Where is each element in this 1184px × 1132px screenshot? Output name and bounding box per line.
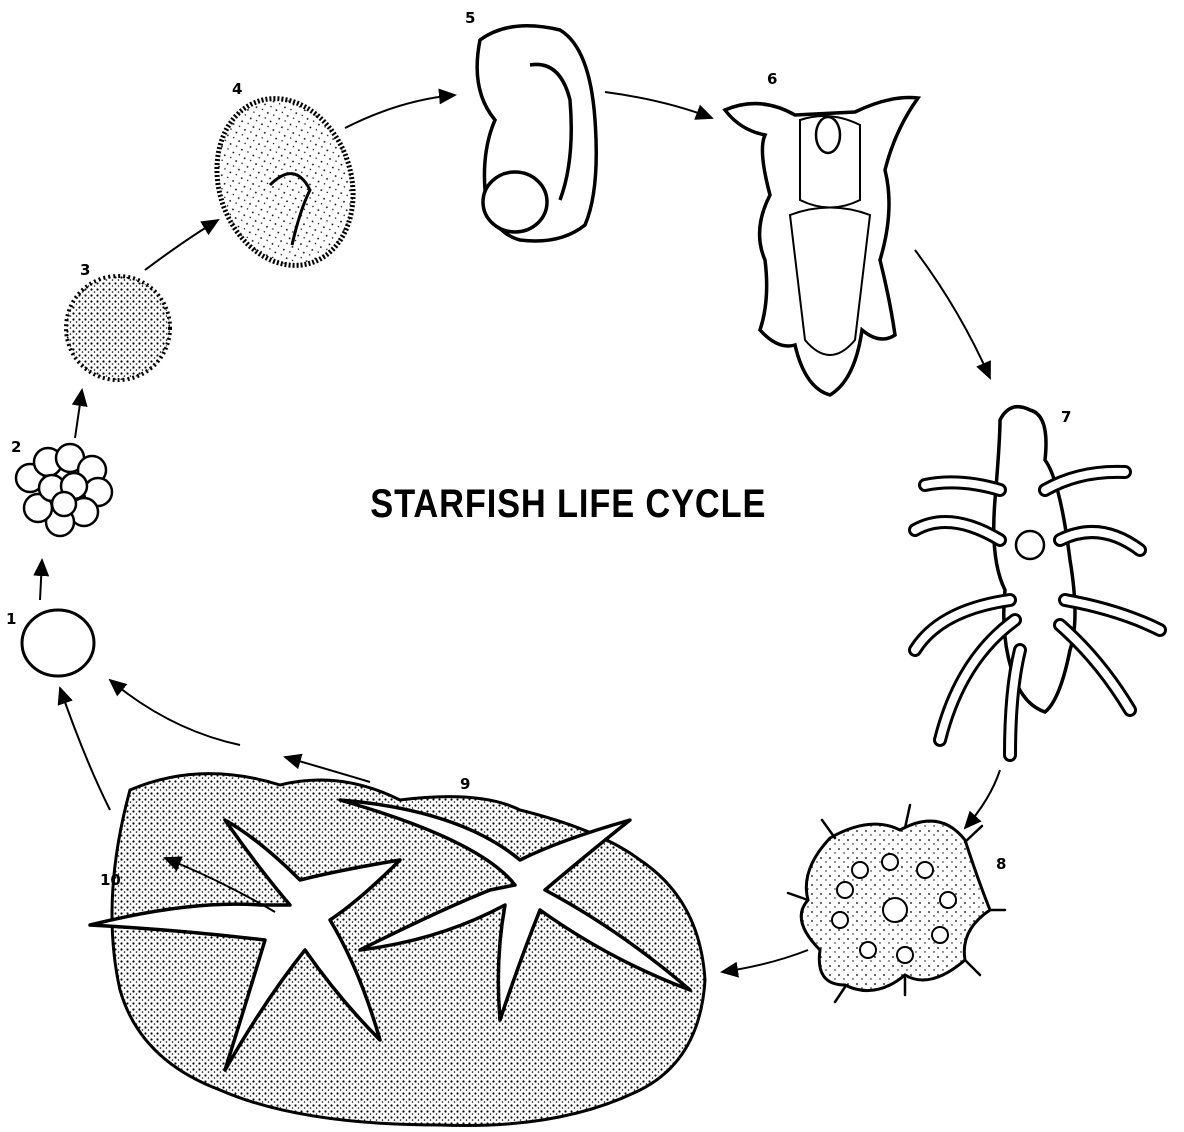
stage-label-9: 9 xyxy=(460,777,470,792)
stage-label-5: 5 xyxy=(465,11,475,26)
arrow-lower-to-1 xyxy=(110,680,240,745)
stage-label-8: 8 xyxy=(996,857,1006,872)
diagram-title: STARFISH LIFE CYCLE xyxy=(0,482,1184,527)
arrow-1-to-2 xyxy=(40,560,42,600)
stage-label-7: 7 xyxy=(1061,410,1071,425)
arrow-9-to-1 xyxy=(285,757,370,782)
arrow-7-to-8 xyxy=(965,770,1000,828)
stage-5-early-larva xyxy=(477,26,596,241)
arrow-4-to-5 xyxy=(345,95,455,128)
stage-6-bipinnaria xyxy=(725,98,918,395)
stage-label-6: 6 xyxy=(767,72,777,87)
arrow-3-to-4 xyxy=(145,220,218,270)
stage-4-gastrula xyxy=(196,81,374,283)
stage-label-10: 10 xyxy=(100,873,121,888)
stage-label-2: 2 xyxy=(11,440,21,455)
arrow-8-to-10 xyxy=(722,950,808,972)
stage-label-4: 4 xyxy=(232,82,242,97)
arrow-10-to-1 xyxy=(60,688,110,810)
arrow-2-to-3 xyxy=(75,390,82,438)
stage-label-1: 1 xyxy=(6,612,16,627)
stages-9-10-adults-on-rock xyxy=(90,774,705,1126)
stage-7-brachiolaria xyxy=(915,407,1160,755)
arrow-6-to-7 xyxy=(915,250,990,378)
arrow-5-to-6 xyxy=(605,92,712,118)
stage-1-egg xyxy=(22,610,94,676)
stage-label-3: 3 xyxy=(80,263,90,278)
stage-3-blastula xyxy=(66,276,170,380)
stage-8-juvenile xyxy=(788,805,1005,1002)
